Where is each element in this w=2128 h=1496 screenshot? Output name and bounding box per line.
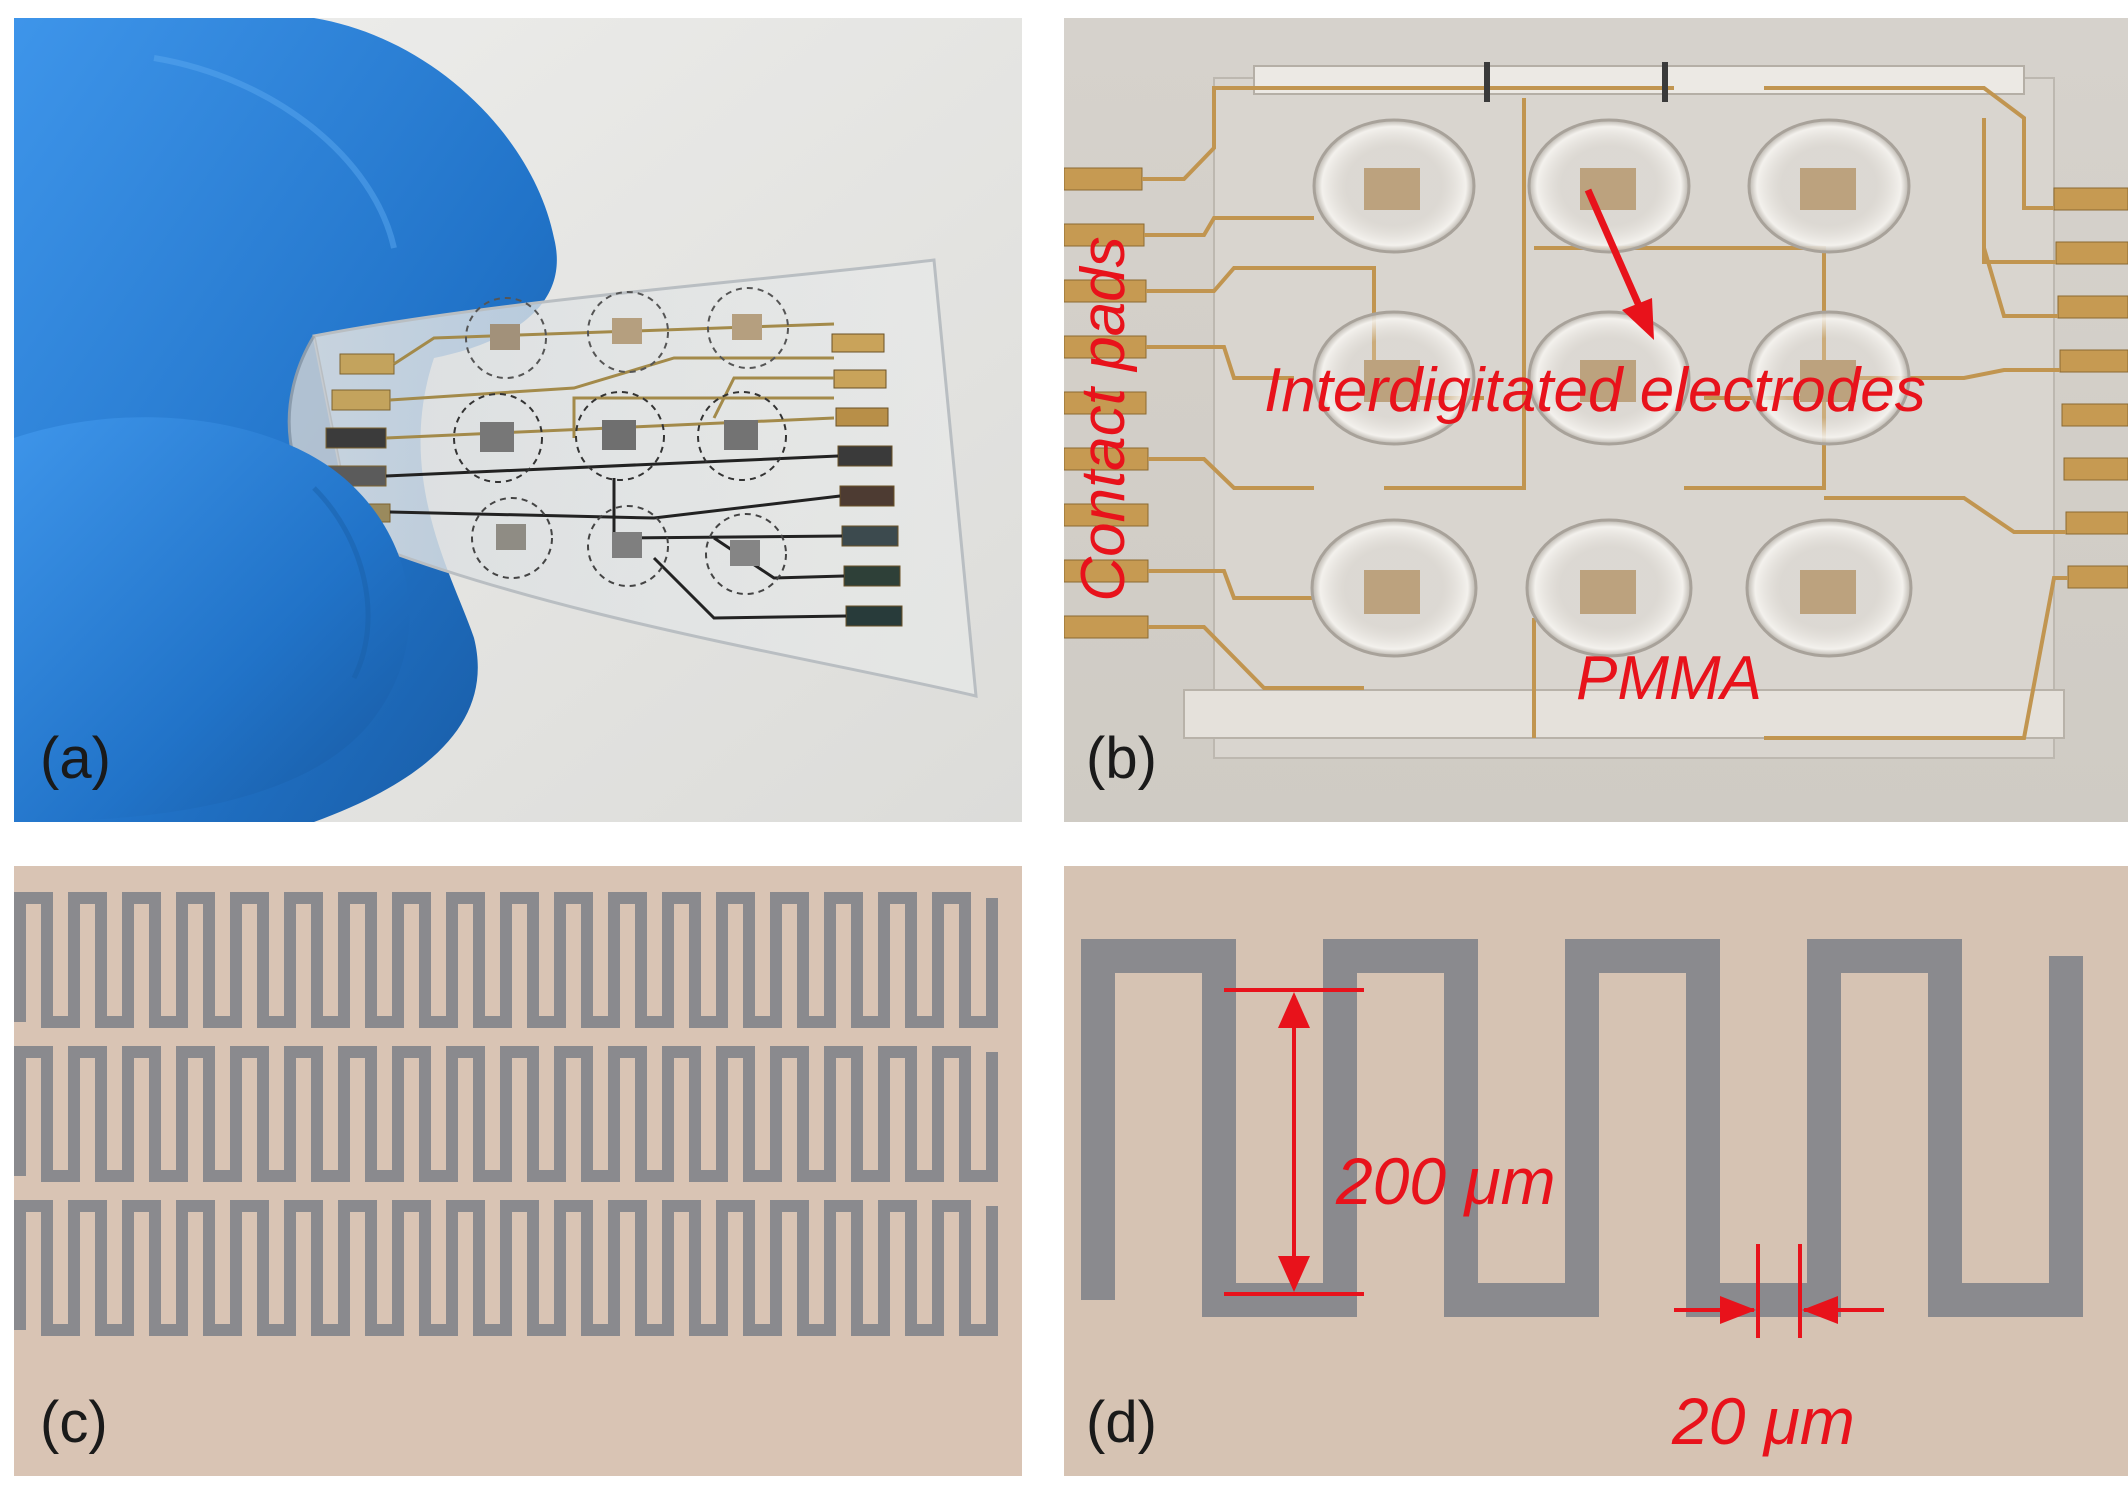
panel-d-micrograph: 200 μm 20 μm (d)	[1064, 866, 2128, 1476]
panel-b-label: (b)	[1086, 726, 1157, 791]
flexible-sensor-photo	[14, 18, 1022, 822]
dimension-arrowhead	[1802, 1296, 1838, 1324]
panel-b-photo: Contact pads Interdigitated electrodes P…	[1064, 18, 2128, 822]
label-pmma: PMMA	[1576, 644, 1762, 713]
dimension-arrowhead	[1278, 992, 1310, 1028]
label-interdigitated-electrodes: Interdigitated electrodes	[1264, 356, 1926, 425]
electrode-trace	[14, 1046, 998, 1182]
dimension-arrowhead	[1278, 1256, 1310, 1292]
panel-c-micrograph: (c)	[14, 866, 1022, 1476]
electrode-rows-micrograph	[14, 866, 1022, 1476]
label-200-um: 200 μm	[1336, 1144, 1556, 1218]
electrode-trace	[1081, 939, 2083, 1317]
label-20-um: 20 μm	[1672, 1384, 1855, 1458]
sensor-array-photo	[1064, 18, 2128, 822]
electrode-trace	[14, 892, 998, 1028]
panel-a-label: (a)	[40, 726, 111, 791]
label-contact-pads: Contact pads	[1069, 236, 1138, 602]
arrow-annotation	[1584, 188, 1644, 310]
electrode-zoom-micrograph	[1064, 866, 2128, 1476]
panel-d-label: (d)	[1086, 1390, 1157, 1455]
electrode-trace	[14, 1200, 998, 1336]
dimension-arrowhead	[1720, 1296, 1756, 1324]
panel-a-photo: (a)	[14, 18, 1022, 822]
panel-c-label: (c)	[40, 1390, 108, 1455]
